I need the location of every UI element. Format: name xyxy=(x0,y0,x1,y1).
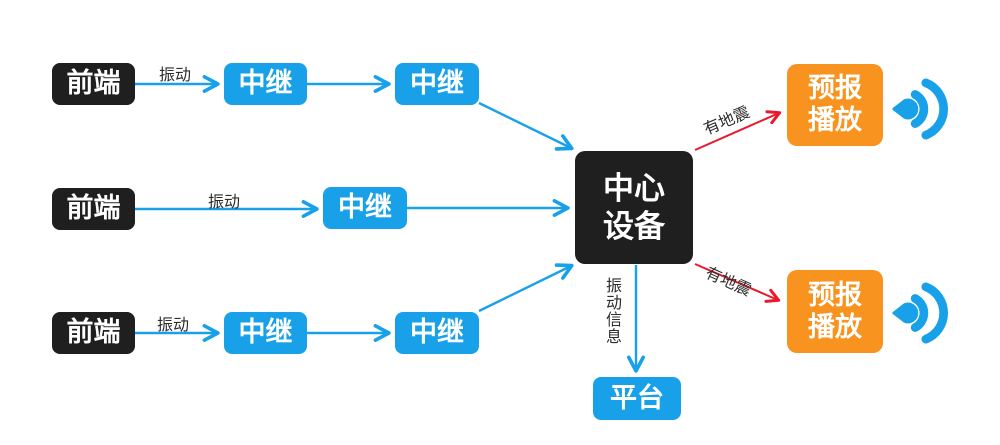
edge-label-vibration-1: 振动 xyxy=(159,67,192,84)
node-relay-2: 中继 xyxy=(323,187,407,229)
node-platform: 平台 xyxy=(593,377,681,420)
node-broadcast-1: 预报 播放 xyxy=(787,64,883,146)
node-relay-1b: 中继 xyxy=(395,63,479,105)
node-front-end-1: 前端 xyxy=(52,63,135,105)
node-relay-3a: 中继 xyxy=(224,312,307,354)
edge-label-vibration-2: 振动 xyxy=(208,194,241,211)
edge-label-vibration-info: 振动信息 xyxy=(603,277,620,345)
node-relay-1a: 中继 xyxy=(224,63,307,105)
sound-wave-icon xyxy=(889,70,951,148)
node-central-device: 中心 设备 xyxy=(575,151,693,264)
sound-wave-icon xyxy=(889,274,951,352)
node-front-end-2: 前端 xyxy=(52,188,135,230)
node-broadcast-2: 预报 播放 xyxy=(787,270,883,353)
node-relay-3b: 中继 xyxy=(395,312,479,354)
node-front-end-3: 前端 xyxy=(52,312,135,354)
edge-label-vibration-3: 振动 xyxy=(157,317,190,334)
